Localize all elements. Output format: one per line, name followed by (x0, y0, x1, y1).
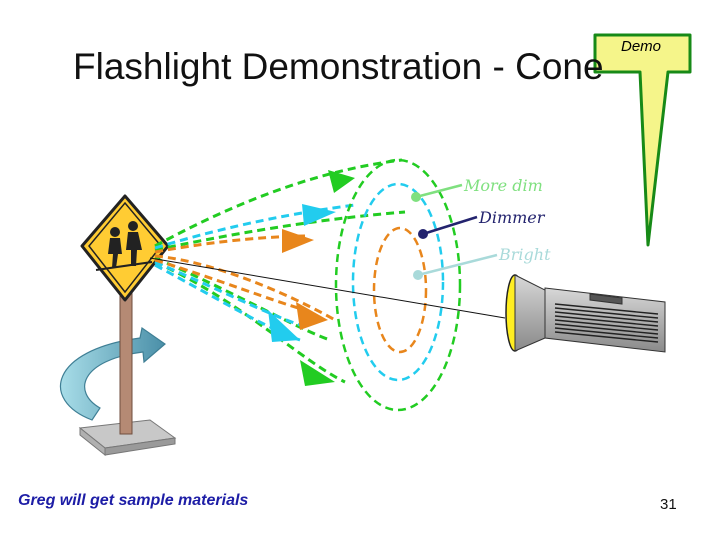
rotation-arrow-icon (59, 326, 166, 421)
school-crossing-sign-icon (80, 194, 170, 302)
label-dimmer: Dimmer (478, 208, 546, 227)
ray-arrowheads (268, 170, 355, 386)
slide-title: Flashlight Demonstration - Cone (73, 46, 604, 87)
demo-callout (593, 33, 692, 247)
label-more-dim: More dim (463, 176, 543, 195)
footnote: Greg will get sample materials (18, 492, 249, 509)
light-rays-dimmer (154, 203, 356, 342)
light-rays-bright (154, 234, 336, 322)
label-bright: Bright (498, 245, 551, 264)
label-more-dim-pointer (411, 183, 463, 202)
demo-callout-label: Demo (621, 38, 662, 55)
ring-bright (372, 226, 428, 354)
sign-post (78, 281, 177, 457)
ring-dimmer (351, 182, 445, 382)
label-dimmer-pointer (418, 215, 478, 239)
ring-more-dim (334, 158, 462, 412)
label-bright-pointer (413, 253, 498, 280)
page-number: 31 (660, 496, 677, 513)
beam-axis-line (149, 257, 506, 319)
flashlight-icon (505, 274, 666, 353)
light-rays-more-dim (154, 158, 406, 384)
